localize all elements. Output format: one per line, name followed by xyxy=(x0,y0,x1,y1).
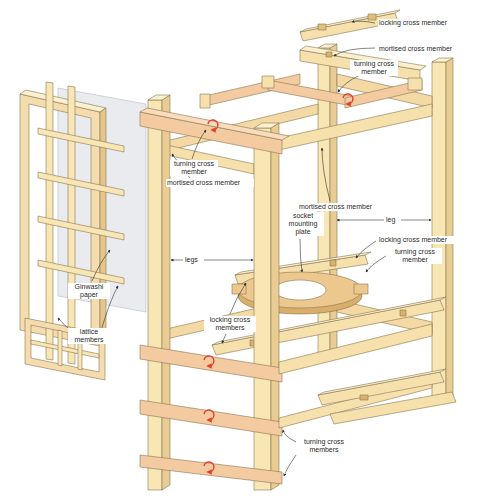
turning-arrow xyxy=(343,94,353,104)
locking-cross-member xyxy=(368,14,376,20)
upper-frame xyxy=(279,104,432,150)
cross-member xyxy=(162,74,432,340)
part-label: locking cross members xyxy=(204,316,256,332)
turning-cross-member xyxy=(140,455,282,484)
leg xyxy=(148,100,162,490)
leg xyxy=(254,123,279,128)
cross-member xyxy=(337,74,432,108)
leg xyxy=(446,58,453,402)
socket-mounting-plate xyxy=(232,284,246,294)
leader-line xyxy=(399,220,431,221)
part-label: mortised cross member xyxy=(166,179,254,187)
part-label: mortised cross member xyxy=(378,45,472,53)
part-label: lattice members xyxy=(68,328,110,344)
leader-line xyxy=(337,220,384,221)
leader-line xyxy=(356,241,376,258)
turning-cross-member xyxy=(200,94,210,108)
turning-cross-member xyxy=(140,108,289,140)
bottom-cross-members xyxy=(360,395,368,400)
turning-cross-member xyxy=(200,74,422,108)
leg xyxy=(330,44,337,360)
mortised-cross-member xyxy=(326,52,332,57)
leader-line xyxy=(334,48,375,56)
turning-cross-member xyxy=(140,345,282,382)
turning-cross-member xyxy=(279,324,432,374)
turning-arrow xyxy=(204,94,353,472)
lantern-illustration xyxy=(20,10,456,490)
leader-line xyxy=(366,256,386,272)
small-lattice-panel xyxy=(58,330,62,366)
leader-line xyxy=(230,283,246,314)
leg xyxy=(162,95,170,490)
socket-mounting-plate xyxy=(232,272,368,314)
part-label: turning cross member xyxy=(350,60,398,76)
locking-cross-members xyxy=(330,260,336,266)
turning-arrow xyxy=(204,356,214,366)
turning-arrow xyxy=(204,410,214,420)
leg xyxy=(432,58,453,62)
turning-cross-member xyxy=(140,108,432,484)
leader-line xyxy=(284,455,296,476)
leader-line xyxy=(222,334,226,343)
part-label: locking cross member xyxy=(378,19,470,27)
leg xyxy=(432,62,446,402)
shoji-panel xyxy=(38,172,124,196)
leader-line xyxy=(92,250,110,281)
turning-arrow xyxy=(204,462,214,472)
part-label: legs xyxy=(184,256,204,264)
leader-line xyxy=(283,430,296,442)
part-label: turning cross member xyxy=(388,248,442,264)
leg xyxy=(318,44,337,48)
socket-mounting-plate xyxy=(274,280,326,300)
turning-cross-member xyxy=(408,78,422,90)
locking-cross-member xyxy=(318,24,326,30)
shoji-panel xyxy=(20,90,106,112)
part-label: mortised cross member xyxy=(298,203,388,211)
leader-line xyxy=(202,260,253,261)
part-label: turning cross member xyxy=(170,160,218,176)
shoji-panel xyxy=(38,260,124,284)
turning-arrow xyxy=(208,120,218,130)
leg xyxy=(148,95,170,100)
leader-line xyxy=(171,260,183,261)
shoji-panel xyxy=(38,128,124,152)
leader-line xyxy=(352,21,375,23)
leader-line xyxy=(58,21,431,476)
bottom-cross-members xyxy=(330,392,456,424)
part-label: turning cross members xyxy=(296,438,352,454)
bottom-cross-members xyxy=(318,369,446,395)
part-label: socket mounting plate xyxy=(282,212,324,236)
turning-cross-member xyxy=(140,400,282,436)
leg xyxy=(254,128,271,490)
leader-line xyxy=(192,130,206,159)
bottom-cross-members xyxy=(318,369,456,424)
socket-mounting-plate xyxy=(354,284,368,294)
locking-cross-members xyxy=(400,310,406,316)
leader-line xyxy=(322,148,330,201)
part-label: locking cross member xyxy=(378,236,470,244)
leader-line xyxy=(338,75,360,92)
shoji-panel xyxy=(38,216,124,240)
part-label: Ginwashi paper xyxy=(68,283,110,299)
shoji-panel xyxy=(20,94,100,346)
turning-cross-member xyxy=(268,80,352,106)
part-label: leg xyxy=(385,216,401,224)
turning-cross-member xyxy=(262,76,274,88)
leader-line xyxy=(300,239,302,272)
